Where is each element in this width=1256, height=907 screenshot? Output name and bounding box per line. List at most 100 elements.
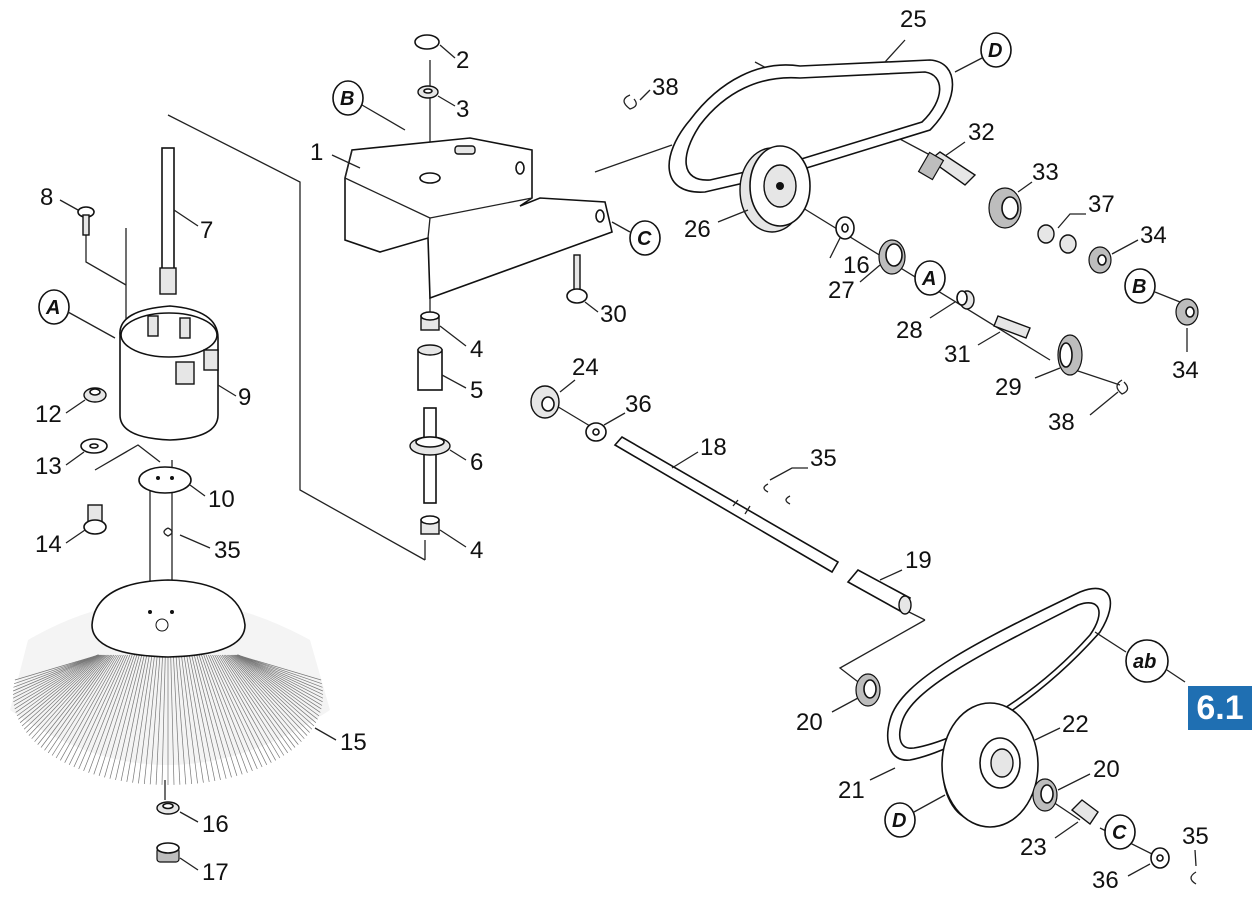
reference-marks: A A B B C C D (38, 32, 1186, 850)
callout-6: 6 (470, 449, 483, 476)
part-16-washer-upper (835, 216, 855, 240)
callout-labels: 1 2 3 4 4 5 6 7 8 9 10 12 13 14 15 16 16… (35, 6, 1209, 894)
callout-34-upper: 34 (1140, 222, 1167, 249)
brush-bristle (210, 654, 263, 768)
brush-bristle (115, 654, 145, 780)
callout-30: 30 (600, 301, 627, 328)
brush-bristle (28, 654, 106, 736)
part-21-belt-lower (886, 587, 1112, 761)
brush-bristle (230, 654, 308, 736)
brush-bristle (93, 654, 135, 775)
brush-bristle (196, 654, 232, 778)
callout-38-upper: 38 (652, 74, 679, 101)
brush-bristle (237, 654, 323, 703)
svg-text:D: D (892, 810, 906, 832)
brush-bristle (143, 654, 158, 785)
part-5-sleeve (417, 344, 443, 391)
brush-bristle (175, 654, 187, 785)
brush-bristle (237, 654, 324, 695)
brush-bristle (14, 654, 99, 681)
brush-bristle (13, 654, 99, 685)
brush-bristle (225, 654, 296, 748)
brush-bristle (126, 654, 150, 782)
part-14-bolt (83, 504, 107, 535)
brush-bristle (88, 654, 133, 773)
brush-bristle (233, 654, 315, 727)
brush-bristle (237, 654, 323, 688)
callout-25: 25 (900, 6, 927, 33)
brush-bristle (216, 654, 277, 761)
brush-bristle (104, 654, 140, 778)
part-1-bracket (344, 137, 613, 300)
brush-bristle (44, 654, 113, 751)
callout-31: 31 (944, 341, 971, 368)
callout-35-mid: 35 (810, 445, 837, 472)
callout-13: 13 (35, 453, 62, 480)
part-25-belt-upper (668, 59, 954, 193)
part-24-hub (530, 385, 560, 419)
svg-text:C: C (637, 228, 652, 250)
part-17-nut (156, 842, 180, 863)
svg-text:ab: ab (1133, 651, 1156, 673)
part-33-bearing (988, 187, 1022, 229)
brush-bristle (223, 654, 292, 751)
brush-bristle (191, 654, 221, 780)
brush-bristle (13, 654, 99, 703)
callout-3: 3 (456, 96, 469, 123)
brush-bristle (237, 654, 324, 692)
brush-bristle (109, 654, 143, 779)
ref-mark-c-lower: C (1104, 814, 1136, 850)
part-26-pulley (739, 145, 811, 233)
brush-bristle (73, 654, 126, 768)
brush-bristle (231, 654, 310, 733)
brush-bristle (186, 654, 210, 782)
callout-22: 22 (1062, 711, 1089, 738)
part-7-shaft (159, 147, 177, 295)
brush-bristle (178, 654, 193, 785)
brush-bristle (26, 654, 105, 733)
part-10-plate (138, 466, 192, 494)
brush-bristle (226, 654, 299, 745)
brush-bristle (12, 654, 99, 695)
brush-bristle (237, 654, 322, 710)
part-27-bearing (878, 239, 906, 275)
callout-4-lower: 4 (470, 537, 483, 564)
brush-bristle (235, 654, 320, 717)
callout-17: 17 (202, 859, 229, 886)
part-20-bearing-left (855, 673, 881, 707)
callout-29: 29 (995, 374, 1022, 401)
part-4-bushing-lower (420, 515, 440, 535)
callout-24: 24 (572, 354, 599, 381)
part-35-clip-left (163, 527, 173, 537)
brush-bristle (234, 654, 317, 723)
part-19-sleeve (846, 568, 912, 615)
brush-bristle (16, 654, 101, 717)
brush-bristle (170, 654, 175, 785)
brush-bristle (173, 654, 181, 785)
callout-12: 12 (35, 401, 62, 428)
part-4-bushing-upper (420, 311, 440, 331)
brush-bristle (188, 654, 216, 781)
part-35-clip-mid (763, 483, 791, 505)
svg-text:A: A (45, 297, 60, 319)
brush-bristle (98, 654, 138, 777)
ref-mark-a-right: A (914, 260, 946, 296)
callout-38-lower: 38 (1048, 409, 1075, 436)
callout-16-lower: 16 (202, 811, 229, 838)
part-3-washer (417, 85, 439, 99)
part-16-washer-lower (156, 801, 180, 815)
ref-mark-b-left: B (332, 80, 406, 131)
brush-bristle (12, 654, 99, 699)
section-badge: 6.1 (1188, 686, 1252, 730)
part-36-washer-upper (585, 422, 607, 442)
brush-bristle (193, 654, 227, 779)
brush-bristle (15, 654, 100, 713)
brush-bristle (23, 654, 104, 730)
brush-bristle (218, 654, 281, 759)
brush-bristle (237, 654, 323, 685)
callout-35-right: 35 (1182, 823, 1209, 850)
callout-5: 5 (470, 377, 483, 404)
callout-2: 2 (456, 47, 469, 74)
callout-36-lower: 36 (1092, 867, 1119, 894)
